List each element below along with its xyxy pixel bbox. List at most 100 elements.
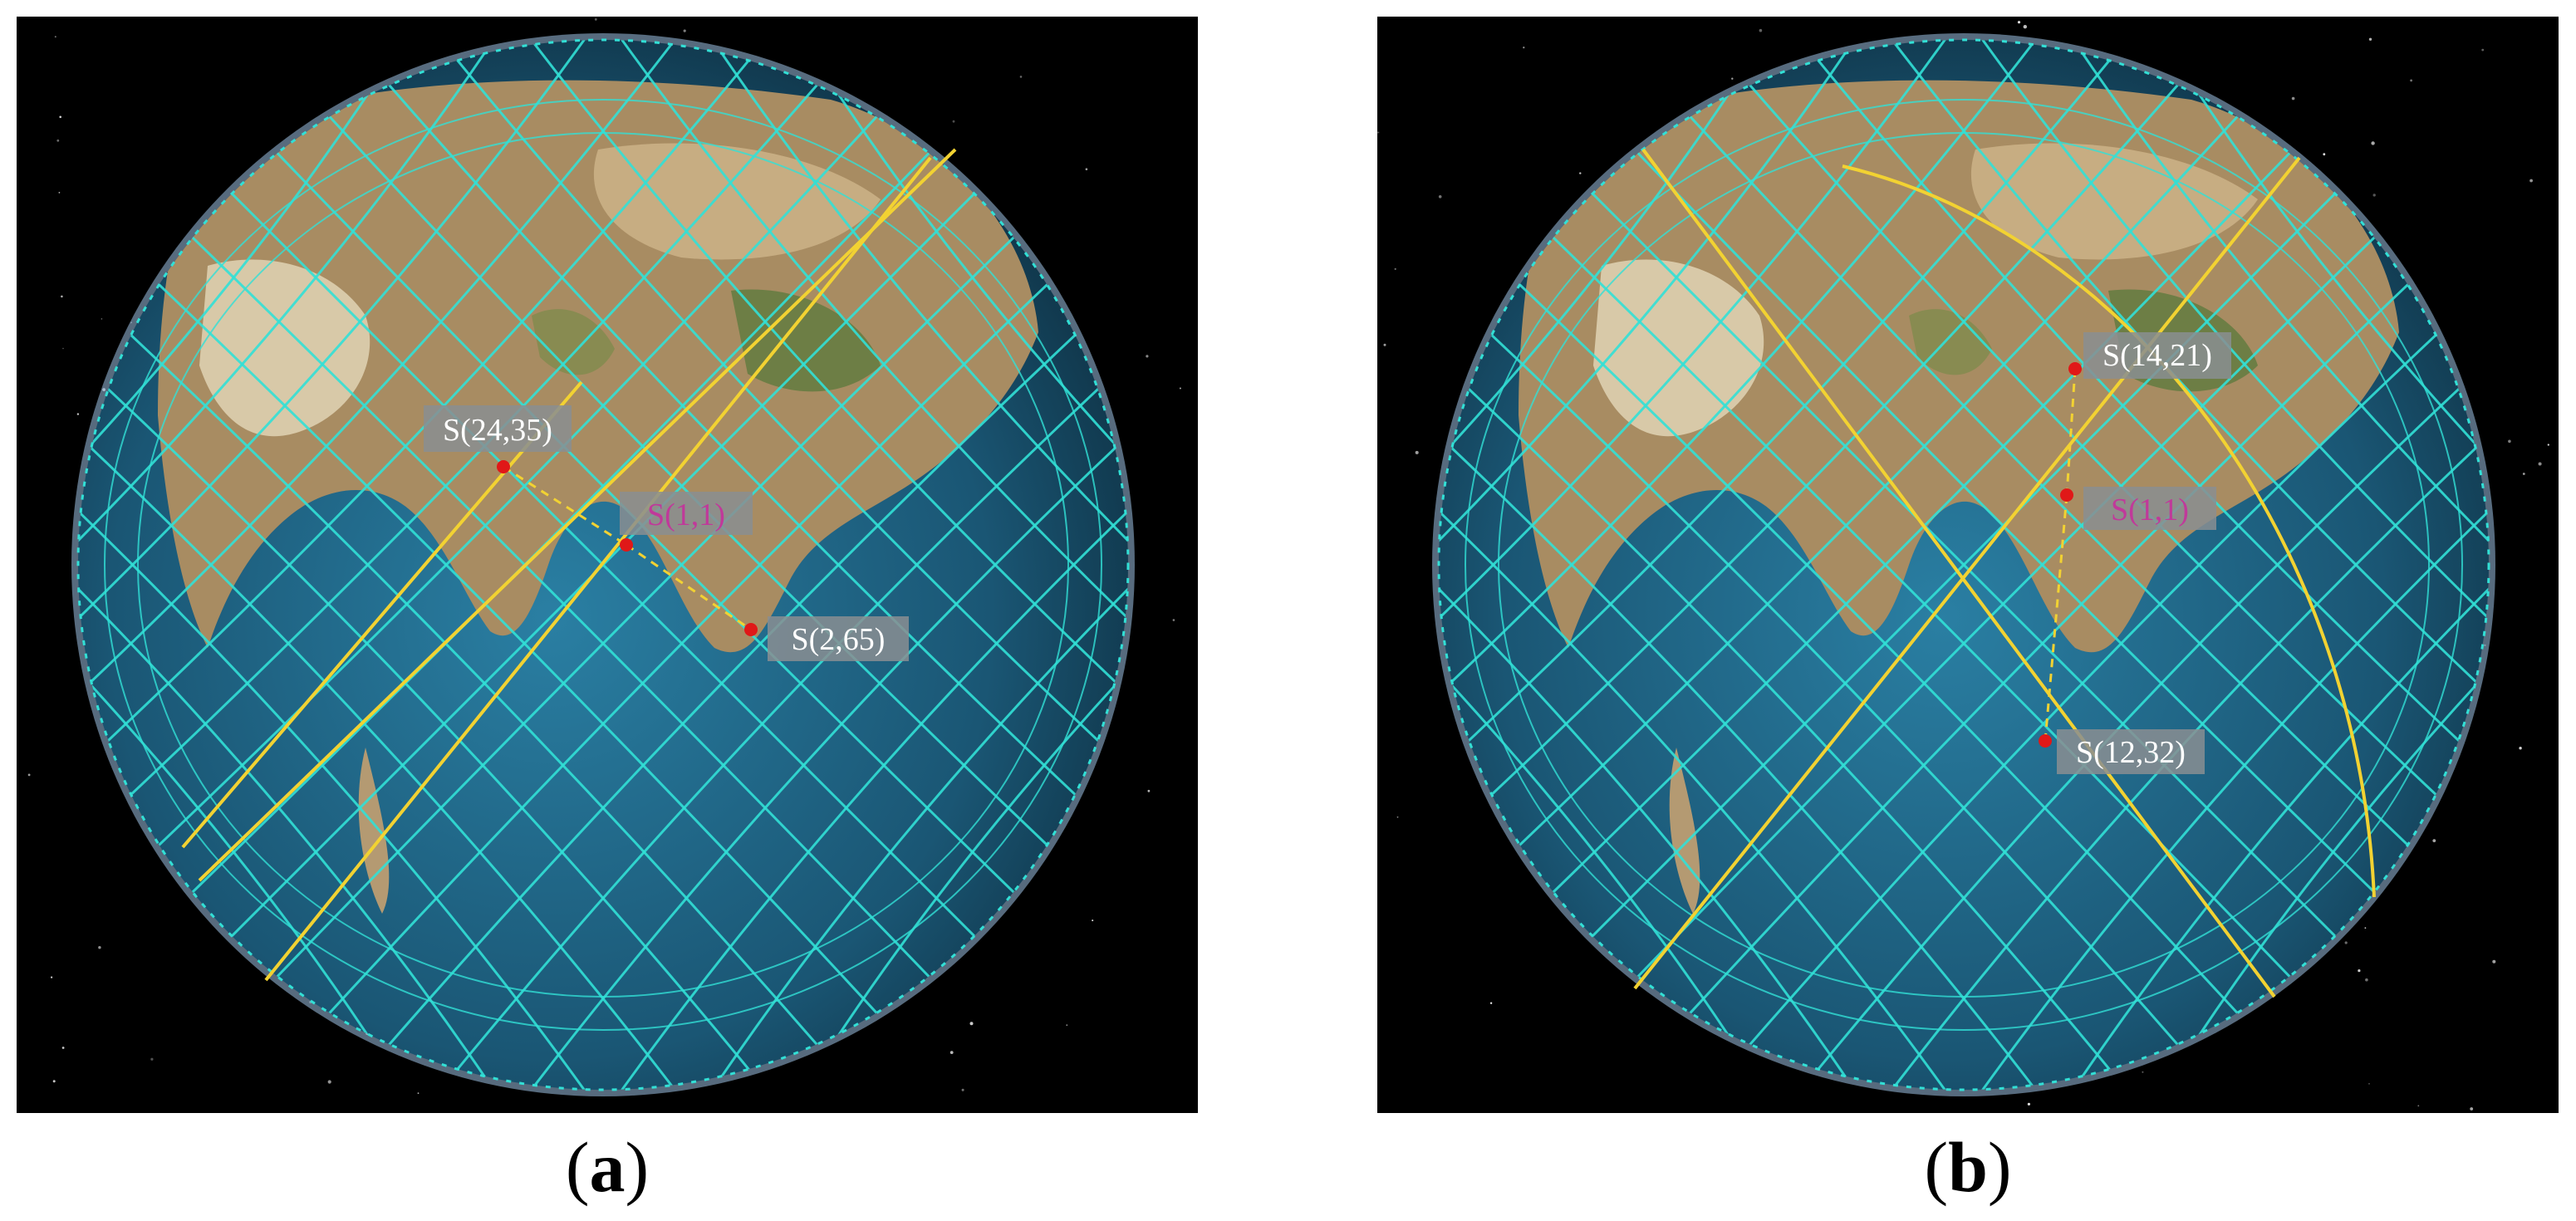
svg-text:S(14,21): S(14,21) xyxy=(2103,338,2212,373)
orbit-plane xyxy=(78,40,975,1090)
orbit-plane xyxy=(78,40,485,1090)
orbit-plane xyxy=(1592,40,2489,1090)
orbit-plane xyxy=(721,40,1128,1090)
orbit-plane xyxy=(1788,40,2489,1090)
star xyxy=(1383,343,1386,346)
star xyxy=(76,413,80,415)
orbit-plane xyxy=(1439,40,1944,1090)
star xyxy=(1085,168,1088,170)
star xyxy=(2547,444,2549,446)
caption-paren: ) xyxy=(625,1127,650,1207)
caption-paren: ) xyxy=(1987,1127,2012,1207)
orbit-plane xyxy=(1465,99,2463,1031)
star xyxy=(62,347,64,350)
star xyxy=(1019,76,1023,78)
orbit-plane xyxy=(78,40,485,1090)
satellite-dot xyxy=(744,623,758,636)
star xyxy=(2492,959,2496,964)
star xyxy=(969,1022,974,1026)
star xyxy=(2368,1083,2370,1085)
orbit-plane xyxy=(78,40,779,1090)
star xyxy=(2358,969,2361,973)
orbit-plane xyxy=(427,40,1128,1090)
orbit-plane xyxy=(2082,40,2489,1090)
orbit-plane xyxy=(78,40,583,1090)
star xyxy=(52,1080,56,1083)
orbit-plane xyxy=(231,40,1128,1090)
svg-text:S(2,65): S(2,65) xyxy=(792,622,886,657)
satellite-label: S(1,1) xyxy=(2083,487,2216,530)
star xyxy=(949,1051,954,1054)
star xyxy=(2519,747,2522,750)
orbit-plane xyxy=(137,132,1069,998)
star xyxy=(1172,619,1175,621)
inter-satellite-links xyxy=(2044,368,2077,742)
star xyxy=(1092,919,1094,922)
star xyxy=(98,946,101,949)
star xyxy=(56,139,60,142)
star xyxy=(1147,789,1151,792)
satellite-dot xyxy=(2060,488,2073,502)
star xyxy=(54,36,56,38)
star xyxy=(2481,48,2485,51)
satellite-label: S(2,65) xyxy=(768,616,909,661)
panel-b-caption: (b) xyxy=(1377,1121,2559,1213)
star xyxy=(952,120,955,123)
star xyxy=(1731,77,1734,80)
earth-land xyxy=(158,80,1038,914)
star xyxy=(2522,473,2525,475)
star xyxy=(2470,1107,2474,1111)
star xyxy=(327,1080,331,1084)
star xyxy=(1523,47,1525,49)
star xyxy=(2508,439,2511,444)
star xyxy=(1489,1002,1493,1004)
satellite-dot xyxy=(2068,362,2082,375)
orbit-plane xyxy=(1439,40,2238,1090)
satellite-dot xyxy=(620,538,633,552)
star xyxy=(61,1047,65,1049)
caption-paren: ( xyxy=(565,1127,590,1207)
star xyxy=(1579,172,1582,174)
star xyxy=(1179,387,1181,390)
star xyxy=(2371,141,2375,145)
caption-paren: ( xyxy=(1924,1127,1949,1207)
star xyxy=(1377,131,1380,134)
orbit-plane xyxy=(1439,40,2336,1090)
orbit-plane xyxy=(1439,40,2140,1090)
star xyxy=(101,318,103,320)
star xyxy=(2017,21,2021,24)
star xyxy=(2364,927,2367,929)
star xyxy=(2142,1071,2144,1073)
inter-satellite-links xyxy=(503,465,752,631)
star xyxy=(2023,25,2027,29)
orbit-plane xyxy=(1439,40,1846,1090)
satellite-dot xyxy=(497,460,510,473)
orbit-plane xyxy=(1439,40,1944,1090)
satellite-label: S(14,21) xyxy=(2083,332,2231,379)
star xyxy=(61,295,63,298)
orbit-rim xyxy=(1437,38,2490,1091)
star xyxy=(2538,462,2542,466)
satellite-label: S(24,35) xyxy=(424,405,572,452)
orbit-plane xyxy=(623,40,1128,1090)
orbit-plane xyxy=(329,40,1128,1090)
orbit-plane xyxy=(1439,40,1846,1090)
star xyxy=(2417,1105,2420,1107)
star xyxy=(2344,941,2348,944)
highlight-orbits xyxy=(1633,148,2376,998)
star xyxy=(58,192,61,194)
highlight-orbits xyxy=(181,148,957,982)
orbit-plane xyxy=(623,40,1128,1090)
star xyxy=(2323,153,2326,156)
orbit-plane xyxy=(721,40,1128,1090)
satellite-label: S(12,32) xyxy=(2057,729,2205,774)
star xyxy=(1396,816,1399,818)
star xyxy=(2432,839,2436,842)
star xyxy=(1415,450,1419,454)
caption-letter: a xyxy=(589,1127,626,1207)
panel-b-globe-render: S(14,21) S(1,1) S(12,32) xyxy=(1377,21,2549,1111)
star xyxy=(2365,978,2368,982)
orbit-plane xyxy=(1984,40,2489,1090)
star xyxy=(59,115,61,119)
panel-b-constellation-view: S(14,21) S(1,1) S(12,32) xyxy=(1377,17,2559,1113)
